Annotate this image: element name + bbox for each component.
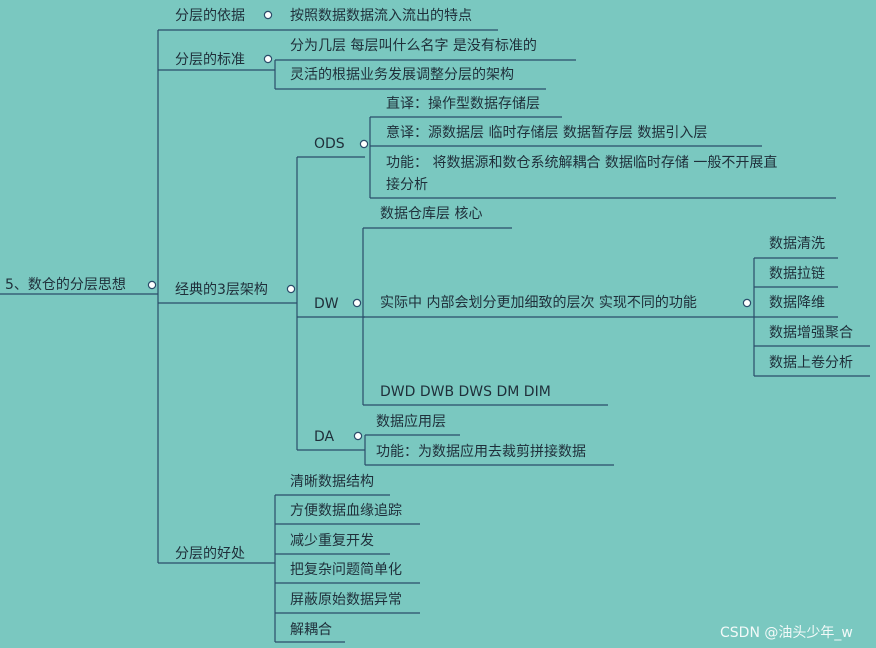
benefit-6: 解耦合 bbox=[290, 622, 332, 638]
standard-label: 分层的标准 bbox=[175, 52, 245, 68]
dw-function-4: 数据增强聚合 bbox=[769, 325, 853, 341]
benefit-5: 屏蔽原始数据异常 bbox=[290, 592, 402, 608]
benefit-2: 方便数据血缘追踪 bbox=[290, 503, 402, 519]
dw-function-2: 数据拉链 bbox=[769, 266, 825, 282]
ods-label: ODS bbox=[314, 136, 345, 152]
ods-child-3-line-2: 接分析 bbox=[386, 176, 428, 193]
classic-collapse-dot[interactable] bbox=[286, 284, 296, 294]
ods-child-2: 意译：源数据层 临时存储层 数据暂存层 数据引入层 bbox=[386, 124, 707, 141]
standard-collapse-dot[interactable] bbox=[263, 54, 273, 64]
benefits-label: 分层的好处 bbox=[175, 546, 245, 562]
edges bbox=[0, 29, 870, 643]
dw-detail: 实际中 内部会划分更加细致的层次 实现不同的功能 bbox=[380, 295, 697, 311]
dw-function-1: 数据清洗 bbox=[769, 236, 825, 252]
da-child-2: 功能：为数据应用去裁剪拼接数据 bbox=[376, 443, 586, 460]
dw-collapse-dot[interactable] bbox=[352, 298, 362, 308]
collapse-dots bbox=[147, 10, 752, 441]
dw-function-3: 数据降维 bbox=[769, 295, 825, 311]
standard-child-1: 分为几层 每层叫什么名字 是没有标准的 bbox=[290, 38, 537, 54]
root-label: 5、数仓的分层思想 bbox=[5, 277, 126, 293]
basis-collapse-dot[interactable] bbox=[263, 10, 273, 20]
da-collapse-dot[interactable] bbox=[353, 431, 363, 441]
basis-child-1: 按照数据数据流入流出的特点 bbox=[290, 8, 472, 24]
classic-label: 经典的3层架构 bbox=[175, 282, 268, 298]
benefit-4: 把复杂问题简单化 bbox=[290, 561, 402, 578]
labels: 5、数仓的分层思想 分层的依据 按照数据数据流入流出的特点 分层的标准 分为几层… bbox=[5, 8, 853, 641]
standard-child-2: 灵活的根据业务发展调整分层的架构 bbox=[290, 67, 514, 83]
basis-label: 分层的依据 bbox=[175, 8, 245, 24]
da-child-1: 数据应用层 bbox=[376, 413, 446, 430]
dw-sublayers: DWD DWB DWS DM DIM bbox=[380, 384, 551, 400]
dw-label: DW bbox=[314, 296, 339, 312]
root-collapse-dot[interactable] bbox=[147, 280, 157, 290]
ods-child-3-line-1: 功能： 将数据源和数仓系统解耦合 数据临时存储 一般不开展直 bbox=[386, 154, 777, 171]
ods-collapse-dot[interactable] bbox=[359, 139, 369, 149]
dw-function-5: 数据上卷分析 bbox=[769, 355, 853, 371]
dw-core: 数据仓库层 核心 bbox=[380, 206, 482, 222]
dw-detail-collapse-dot[interactable] bbox=[742, 298, 752, 308]
da-label: DA bbox=[314, 429, 335, 445]
watermark: CSDN @油头少年_w bbox=[720, 625, 853, 641]
benefit-1: 清晰数据结构 bbox=[290, 474, 374, 490]
benefit-3: 减少重复开发 bbox=[290, 532, 374, 549]
ods-child-1: 直译：操作型数据存储层 bbox=[386, 95, 540, 112]
